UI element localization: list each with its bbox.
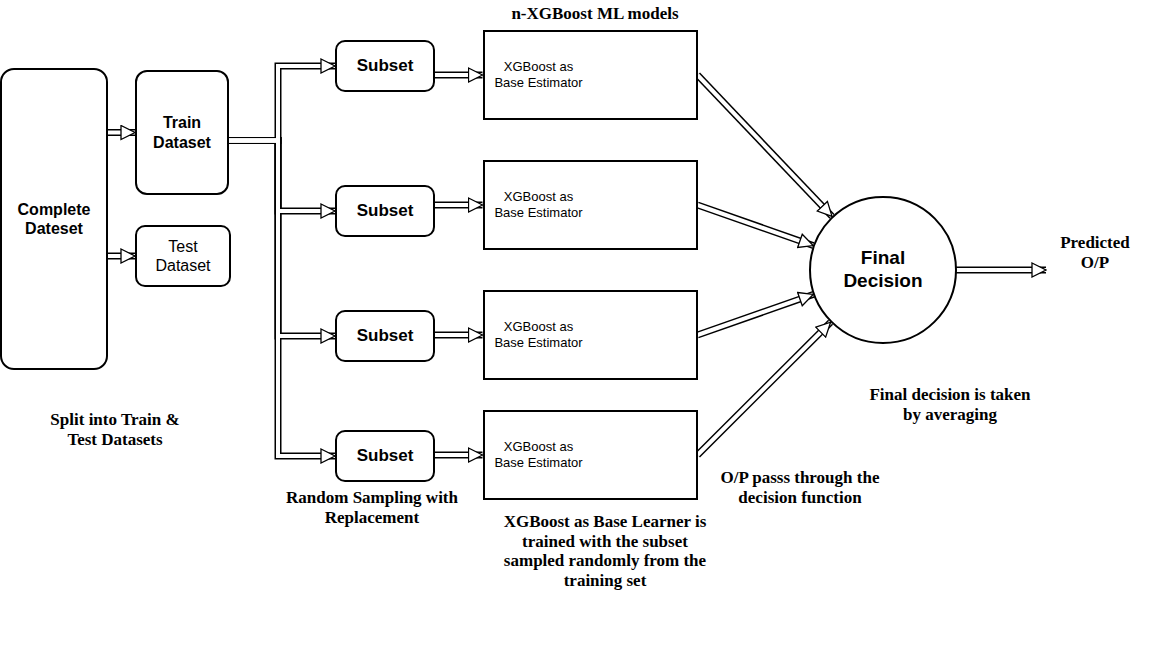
dataset-box: Complete Dateset [0,68,108,370]
connector-arrow [698,294,814,335]
node-text: XGBoost as Base Estimator [491,319,587,350]
node-text: Complete Dateset [12,200,96,238]
subset-box: Subset [335,185,435,237]
arrow-outline [435,452,483,459]
arrow-outline [108,129,135,136]
connector-arrow [229,141,335,212]
arrow-outline [698,75,832,216]
estimator-box: XGBoost as Base Estimator [483,30,698,120]
train-box: Train Dataset [135,70,229,195]
connector-arrow [229,141,335,337]
connector-arrow [435,73,483,77]
connector-arrow [229,141,335,457]
annotation-label: Random Sampling with Replacement [277,488,467,527]
arrow-outline [229,66,335,141]
connector-arrow [108,254,135,258]
arrow-outline [698,294,814,335]
arrow-outline [435,202,483,209]
subset-box: Subset [335,40,435,92]
node-text: Train Dataset [147,113,217,151]
arrow-outline [229,141,335,337]
connector-arrow [435,333,483,337]
node-text: Subset [357,201,414,221]
node-text: Subset [357,446,414,466]
subset-box: Subset [335,310,435,362]
arrow-outline [435,332,483,339]
arrow-outline [698,322,831,455]
decision-circle: Final Decision [809,196,957,344]
output-arrow [947,267,1046,274]
test-box: Test Dataset [135,225,231,287]
arrow-outline [108,253,135,260]
arrow-outline [435,72,483,79]
connector-arrow [108,131,135,135]
connector-arrow [435,453,483,457]
annotation-label: Predicted O/P [1048,233,1143,272]
node-text: XGBoost as Base Estimator [491,189,587,220]
arrow-outline [229,141,335,457]
estimator-box: XGBoost as Base Estimator [483,410,698,500]
connector-arrow [698,75,832,216]
subset-box: Subset [335,430,435,482]
node-text: Subset [357,326,414,346]
connector-arrow [229,66,335,141]
estimator-box: XGBoost as Base Estimator [483,160,698,250]
node-text: Final Decision [831,247,935,293]
arrow-outline [698,205,814,246]
output-arrow [947,268,1046,272]
node-text: XGBoost as Base Estimator [491,59,587,90]
annotation-label: O/P passs through the decision function [708,468,893,507]
estimator-box: XGBoost as Base Estimator [483,290,698,380]
node-text: XGBoost as Base Estimator [491,439,587,470]
annotation-label: Final decision is taken by averaging [863,385,1038,424]
arrow-outline [229,141,335,212]
node-text: Test Dataset [147,237,219,275]
annotation-label: XGBoost as Base Learner is trained with … [493,512,718,590]
annotation-label: Split into Train & Test Datasets [50,410,180,449]
connector-arrow [435,203,483,207]
connector-arrow [698,322,831,455]
annotation-label: n-XGBoost ML models [485,4,705,24]
node-text: Subset [357,56,414,76]
connector-arrow [698,205,814,246]
